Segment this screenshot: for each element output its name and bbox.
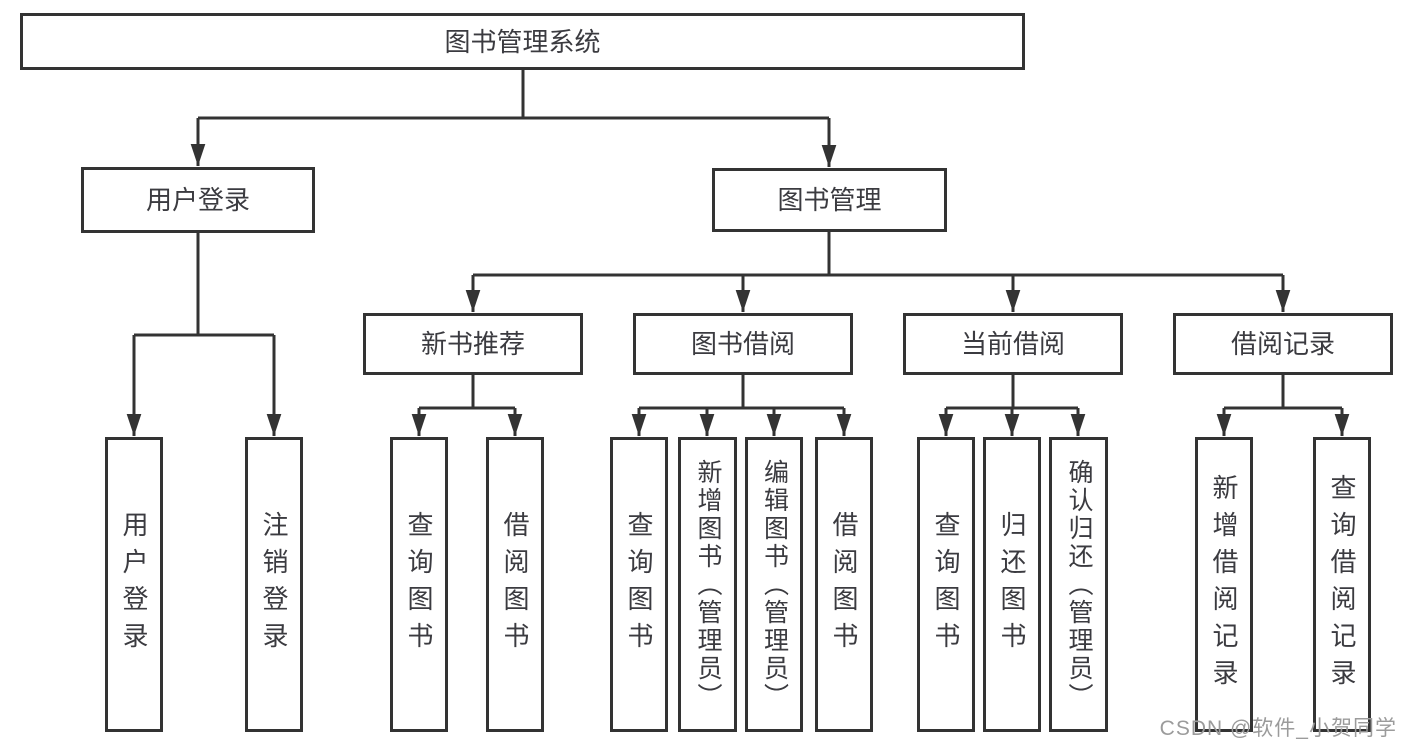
leaf-logout: 注销登录 (245, 437, 303, 732)
leaf-confirm-return-admin-label: 确认归还（管理员） (1065, 458, 1093, 711)
node-borrowing-records: 借阅记录 (1173, 313, 1393, 375)
node-current-borrowing-label: 当前借阅 (960, 329, 1065, 359)
leaf-borrow-query-books-label: 查询图书 (624, 510, 654, 659)
leaf-borrow-books: 借阅图书 (815, 437, 873, 732)
csdn-watermark: CSDN @软件_小贺同学 (1159, 717, 1397, 740)
leaf-confirm-return-admin: 确认归还（管理员） (1049, 437, 1108, 732)
leaf-recommend-query-books-label: 查询图书 (404, 510, 434, 659)
leaf-borrow-query-books: 查询图书 (610, 437, 668, 732)
node-borrowing-records-label: 借阅记录 (1230, 329, 1335, 359)
node-user-login-label: 用户登录 (145, 185, 250, 215)
leaf-borrow-books-label: 借阅图书 (829, 510, 859, 659)
leaf-recommend-borrow-books-label: 借阅图书 (500, 510, 530, 659)
node-new-book-recommend-label: 新书推荐 (420, 329, 525, 359)
node-new-book-recommend: 新书推荐 (363, 313, 583, 375)
connector-rails (134, 70, 1342, 410)
node-book-management-label: 图书管理 (777, 185, 882, 215)
leaf-add-books-admin-label: 新增图书（管理员） (694, 458, 722, 711)
leaf-logout-label: 注销登录 (259, 510, 289, 659)
leaf-edit-books-admin: 编辑图书（管理员） (745, 437, 803, 732)
node-book-borrowing: 图书借阅 (633, 313, 853, 375)
node-current-borrowing: 当前借阅 (903, 313, 1123, 375)
node-book-borrowing-label: 图书借阅 (690, 329, 795, 359)
leaf-add-borrow-record-label: 新增借阅记录 (1209, 473, 1239, 696)
leaf-current-query-books-label: 查询图书 (931, 510, 961, 659)
leaf-query-borrow-record: 查询借阅记录 (1313, 437, 1371, 732)
node-library-system: 图书管理系统 (20, 13, 1025, 70)
leaf-return-books-label: 归还图书 (997, 510, 1027, 659)
leaf-user-login-label: 用户登录 (119, 510, 149, 659)
node-library-system-label: 图书管理系统 (444, 26, 601, 57)
leaf-add-borrow-record: 新增借阅记录 (1195, 437, 1253, 732)
leaf-user-login: 用户登录 (105, 437, 163, 732)
node-book-management: 图书管理 (712, 168, 947, 232)
node-user-login: 用户登录 (81, 167, 315, 233)
leaf-edit-books-admin-label: 编辑图书（管理员） (760, 458, 789, 711)
leaf-recommend-query-books: 查询图书 (390, 437, 448, 732)
leaf-recommend-borrow-books: 借阅图书 (486, 437, 544, 732)
leaf-current-query-books: 查询图书 (917, 437, 975, 732)
leaf-query-borrow-record-label: 查询借阅记录 (1327, 473, 1357, 696)
leaf-add-books-admin: 新增图书（管理员） (678, 437, 737, 732)
leaf-return-books: 归还图书 (983, 437, 1041, 732)
